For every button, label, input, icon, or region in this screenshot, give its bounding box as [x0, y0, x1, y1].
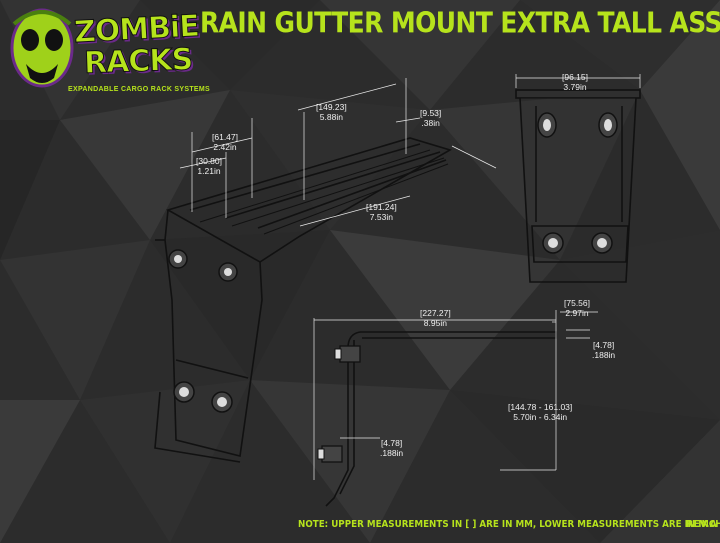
- dim-plate-length-mm: [191.24]: [366, 202, 397, 212]
- iso-dimension-lines: [179, 78, 497, 227]
- dim-front-width-in: 3.79in: [563, 82, 587, 92]
- dim-overall-length-mm: [227.27]: [420, 308, 451, 318]
- dim-plate-length-in: 7.53in: [369, 212, 393, 222]
- dim-top-offset-in: 2.97in: [565, 308, 589, 318]
- dim-top-offset: [75.56] 2.97in: [564, 298, 590, 318]
- dim-plate-length: [191.24] 7.53in: [366, 202, 397, 222]
- dim-edge-offset-mm: [30.80]: [196, 156, 222, 166]
- dim-front-width-mm: [96.15]: [562, 72, 588, 82]
- front-dimension-lines: [515, 74, 641, 88]
- dim-slot-spacing-mm: [61.47]: [212, 132, 238, 142]
- dim-slot-width-mm: [9.53]: [420, 108, 442, 118]
- nut-group-iso: [168, 249, 238, 413]
- dim-edge-offset: [30.80] 1.21in: [196, 156, 222, 176]
- dim-overall-length-in: 8.95in: [423, 318, 447, 328]
- dim-top-thickness-mm: [4.78]: [592, 340, 615, 350]
- brand-logo: ZOMBiE RACKS EXPANDABLE CARGO RACK SYSTE…: [4, 4, 210, 100]
- page-title: RAIN GUTTER MOUNT EXTRA TALL ASSEMBLY: [200, 6, 720, 40]
- dim-slot-spacing: [61.47] 2.42in: [212, 132, 238, 152]
- dim-slot-length-in: 5.88in: [319, 112, 343, 122]
- dim-bracket-thickness-mm: [4.78]: [380, 438, 403, 448]
- dim-height-range-in: 5.70in - 6.34in: [513, 412, 568, 422]
- dim-slot-spacing-in: 2.42in: [213, 142, 237, 152]
- dim-top-offset-mm: [75.56]: [564, 298, 590, 308]
- zombie-head-icon: [10, 8, 74, 88]
- dim-bracket-thickness: [4.78] .188in: [380, 438, 403, 458]
- isometric-view: [154, 137, 453, 463]
- measurement-note: NOTE: UPPER MEASUREMENTS IN [ ] ARE IN M…: [298, 519, 720, 530]
- dim-slot-width: [9.53] .38in: [420, 108, 441, 128]
- revision-label: REV.A: [686, 519, 717, 530]
- dim-top-thickness-in: .188in: [592, 350, 616, 360]
- dim-front-width: [96.15] 3.79in: [562, 72, 588, 92]
- side-dimension-lines: [313, 310, 598, 480]
- dim-slot-length-mm: [149.23]: [316, 102, 347, 112]
- front-view: [515, 89, 641, 283]
- dim-height-range-mm: [144.78 - 161.03]: [508, 402, 573, 412]
- brand-tagline: EXPANDABLE CARGO RACK SYSTEMS: [68, 86, 210, 93]
- dim-bracket-thickness-in: .188in: [380, 448, 404, 458]
- dim-height-range: [144.78 - 161.03] 5.70in - 6.34in: [508, 402, 572, 422]
- nut-group-front: [537, 112, 618, 254]
- dim-overall-length: [227.27] 8.95in: [420, 308, 451, 328]
- dim-slot-width-in: .38in: [421, 118, 440, 128]
- dim-top-thickness: [4.78] .188in: [592, 340, 615, 360]
- dim-slot-length: [149.23] 5.88in: [316, 102, 347, 122]
- dim-edge-offset-in: 1.21in: [197, 166, 221, 176]
- nut-group-side: [317, 345, 361, 463]
